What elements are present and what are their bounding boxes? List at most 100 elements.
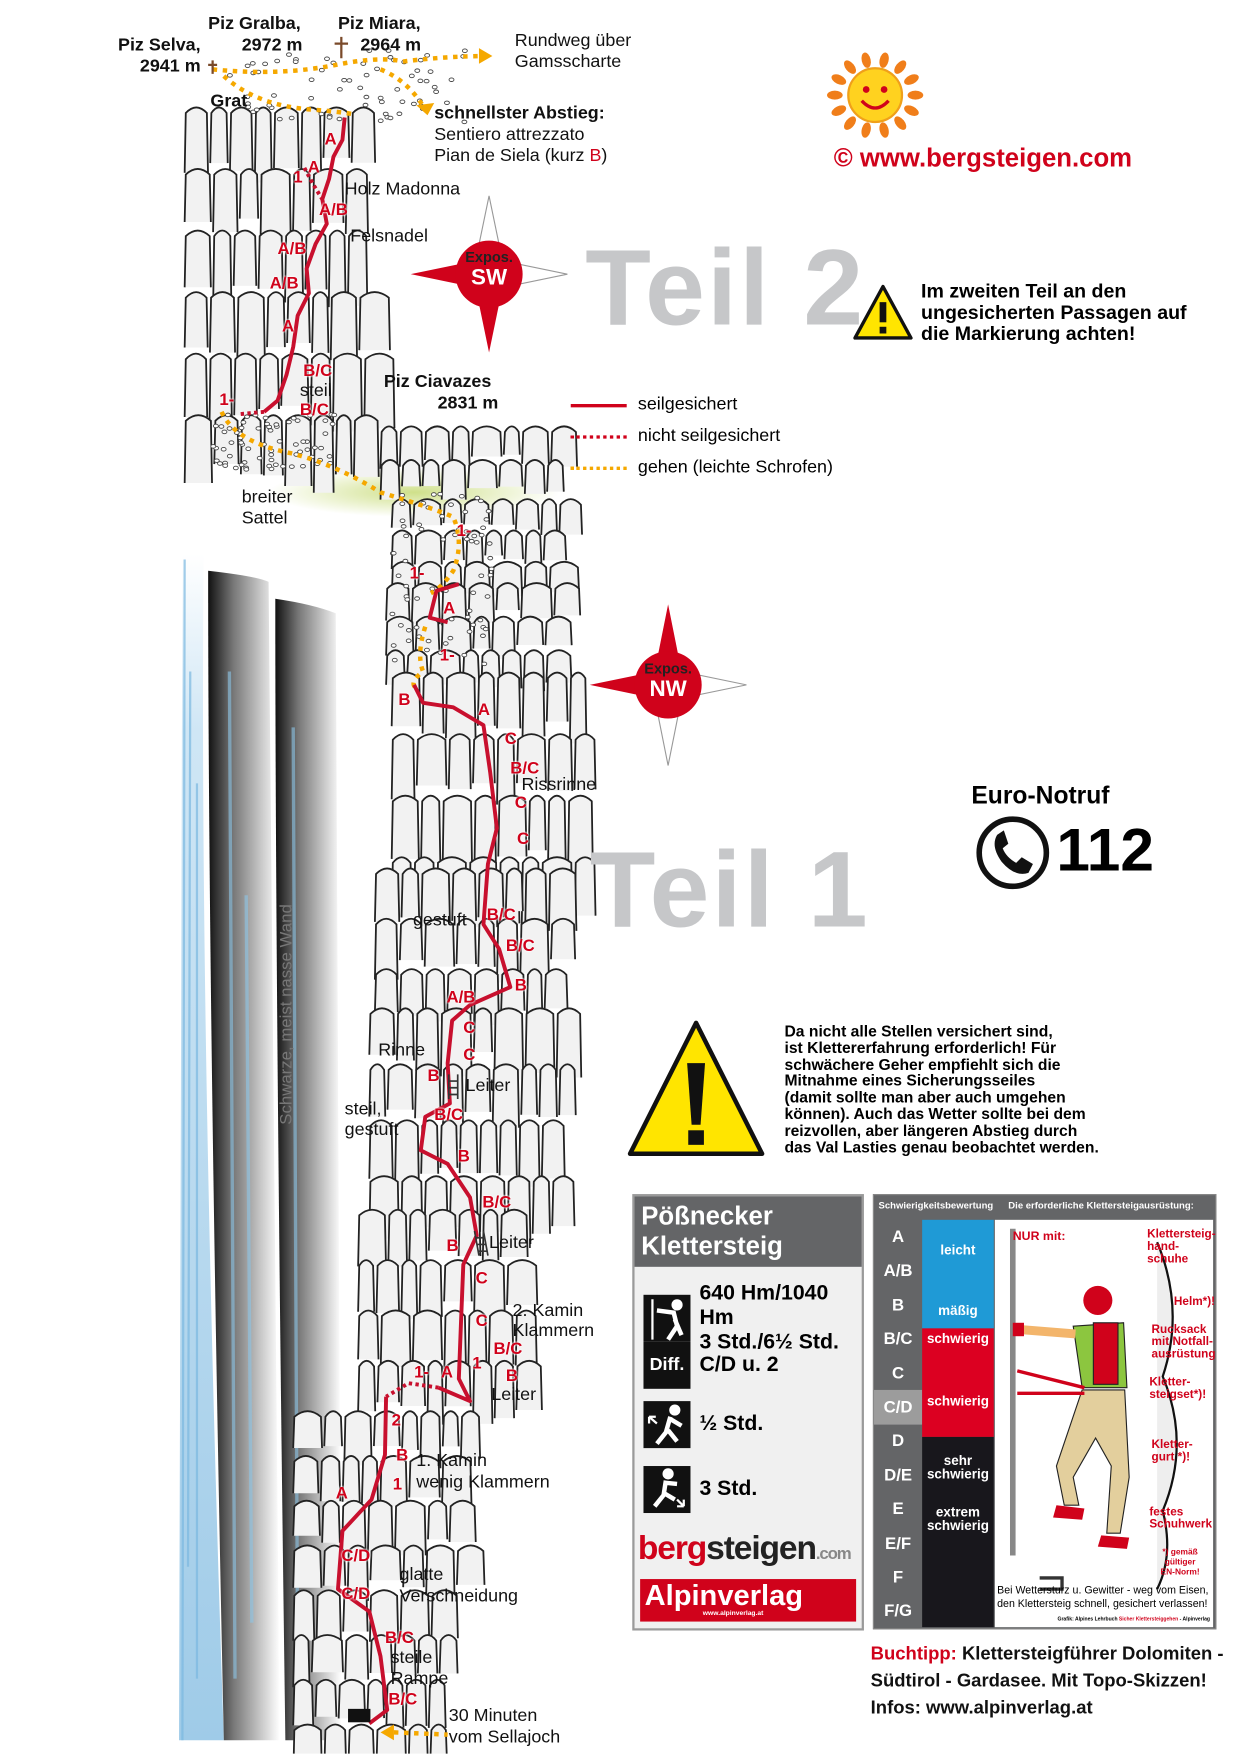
warning-line: Mitnahme eines Sicherungsseiles — [784, 1071, 1036, 1090]
label-breiter: breiter — [241, 487, 293, 507]
rock-pillar — [323, 1410, 343, 1447]
grade-label: 1- — [409, 564, 425, 584]
t: Kletter- — [1149, 1375, 1191, 1389]
scree-stone — [473, 540, 480, 545]
scree-stone — [240, 420, 247, 425]
grade-label: A — [335, 1483, 348, 1503]
rock-pillar — [531, 1175, 551, 1234]
scree-stone — [405, 628, 412, 633]
rock-pillar — [398, 425, 424, 467]
rock-pillar — [553, 582, 582, 616]
grade-label: A/B — [269, 274, 299, 294]
scree-stone — [463, 536, 470, 542]
label-leiter: Leiter — [491, 1385, 537, 1405]
t: gültiger — [1164, 1556, 1196, 1567]
peak-piz-miara: Piz Miara, 2964 m — [338, 13, 421, 56]
rock-pillar — [347, 229, 369, 306]
scree-stone — [226, 426, 233, 431]
rock-pillar — [467, 1309, 488, 1370]
rock-pillar — [419, 1410, 442, 1469]
label-approach: vom Sellajoch — [448, 1727, 561, 1747]
rock-pillar — [498, 1119, 518, 1176]
scree-stone — [336, 87, 343, 92]
approach-time: ½ Std. — [699, 1412, 764, 1436]
rock-pillar — [418, 1259, 443, 1317]
rock-pillar — [408, 1208, 428, 1261]
scree-stone — [255, 426, 262, 431]
rock-pillar — [212, 168, 239, 233]
rock-pillar — [514, 1309, 538, 1366]
sun-ray — [831, 105, 847, 116]
book-tip-line: Südtirol - Gardasee. Mit Topo-Skizzen! — [870, 1670, 1207, 1691]
section-title-teil-1: Teil 1 — [589, 830, 870, 951]
scree-stone — [322, 418, 329, 423]
scree-stone — [307, 413, 313, 418]
rock-pillar — [430, 1589, 459, 1639]
grade-c: C — [892, 1363, 905, 1383]
walking-trail — [212, 53, 493, 691]
scree-stone — [484, 594, 491, 599]
scree-stone — [478, 532, 485, 538]
rock-pillar — [514, 498, 540, 530]
website-link[interactable]: © www.bergsteigen.com — [833, 143, 1133, 173]
t: Klettersteig- — [1147, 1227, 1216, 1242]
scree-stone — [414, 596, 421, 601]
sun-ray — [879, 122, 889, 138]
rock-pillar — [292, 1723, 323, 1754]
grade-label: C — [475, 1269, 488, 1289]
book-tip-link[interactable]: Infos: www.alpinverlag.at — [870, 1697, 1093, 1718]
warning-line: reizvollen, aber längeren Abstieg durch — [784, 1121, 1078, 1139]
grade-label: 2 — [391, 1411, 402, 1431]
band-label: sehr schwierig — [922, 1454, 994, 1481]
rock-pillar — [292, 1589, 316, 1641]
rock-pillar — [334, 414, 353, 475]
info-row-difficulty: Diff. C/D u. 2 — [643, 1341, 779, 1389]
route-title: Pößnecker Klettersteig — [634, 1196, 862, 1267]
logo-url: www.alpinverlag.at — [702, 1610, 764, 1618]
label-steil: steil — [299, 381, 332, 401]
scree-stone — [266, 463, 273, 469]
scree-stone — [440, 537, 447, 542]
rock-pillar — [423, 425, 451, 461]
grade-label: 1 — [293, 167, 303, 187]
grade-f: F — [892, 1567, 904, 1587]
band-difficult: schwierig schwierig — [922, 1328, 994, 1437]
descent-line: Sentiero attrezzato — [434, 125, 585, 145]
book-tip-label: Buchtipp: — [870, 1643, 957, 1665]
rock-pillar — [520, 582, 553, 619]
scree-stone — [396, 111, 403, 117]
scree-stone — [336, 116, 343, 122]
sun-ray — [904, 105, 919, 116]
scree-stone — [341, 77, 348, 83]
bergsteigen-logo[interactable]: bergsteigen.com — [638, 1530, 852, 1568]
rock-pillar — [312, 414, 335, 493]
descent-title: schnellster Abstieg: — [434, 104, 605, 124]
rock-pillar — [441, 794, 474, 873]
t: Sicher Klettersteiggehen — [1118, 1615, 1179, 1622]
rock-pillar — [414, 615, 441, 650]
difficulty-value: C/D u. 2 — [699, 1352, 779, 1377]
rundweg-note: Rundweg über Gamsscharte — [515, 30, 631, 73]
scree-stone — [225, 412, 231, 418]
rock-pillar — [408, 1455, 441, 1498]
emergency-number[interactable]: 112 — [1056, 816, 1154, 885]
rock-pillar — [411, 1309, 443, 1361]
label-sattel: Sattel — [241, 509, 288, 529]
alpinverlag-logo[interactable]: Alpinverlag www.alpinverlag.at — [640, 1579, 857, 1622]
grade-e-f: E/F — [885, 1533, 912, 1553]
rock-pillar — [423, 917, 456, 967]
rock-pillar — [310, 1634, 344, 1673]
scree-stone — [218, 424, 225, 429]
rock-pillar — [183, 291, 209, 348]
grade: B — [589, 146, 602, 166]
scree-stone — [402, 558, 409, 564]
rock-pillar — [558, 1063, 577, 1116]
peak-altitude: 2941 m — [139, 57, 201, 77]
scree-stone — [437, 650, 444, 655]
scree-field — [210, 48, 495, 667]
scree-stone — [300, 439, 307, 444]
rock-pillar — [515, 1359, 543, 1410]
label-wenig-klammern: wenig Klammern — [416, 1472, 550, 1492]
scree-stone — [238, 425, 245, 431]
